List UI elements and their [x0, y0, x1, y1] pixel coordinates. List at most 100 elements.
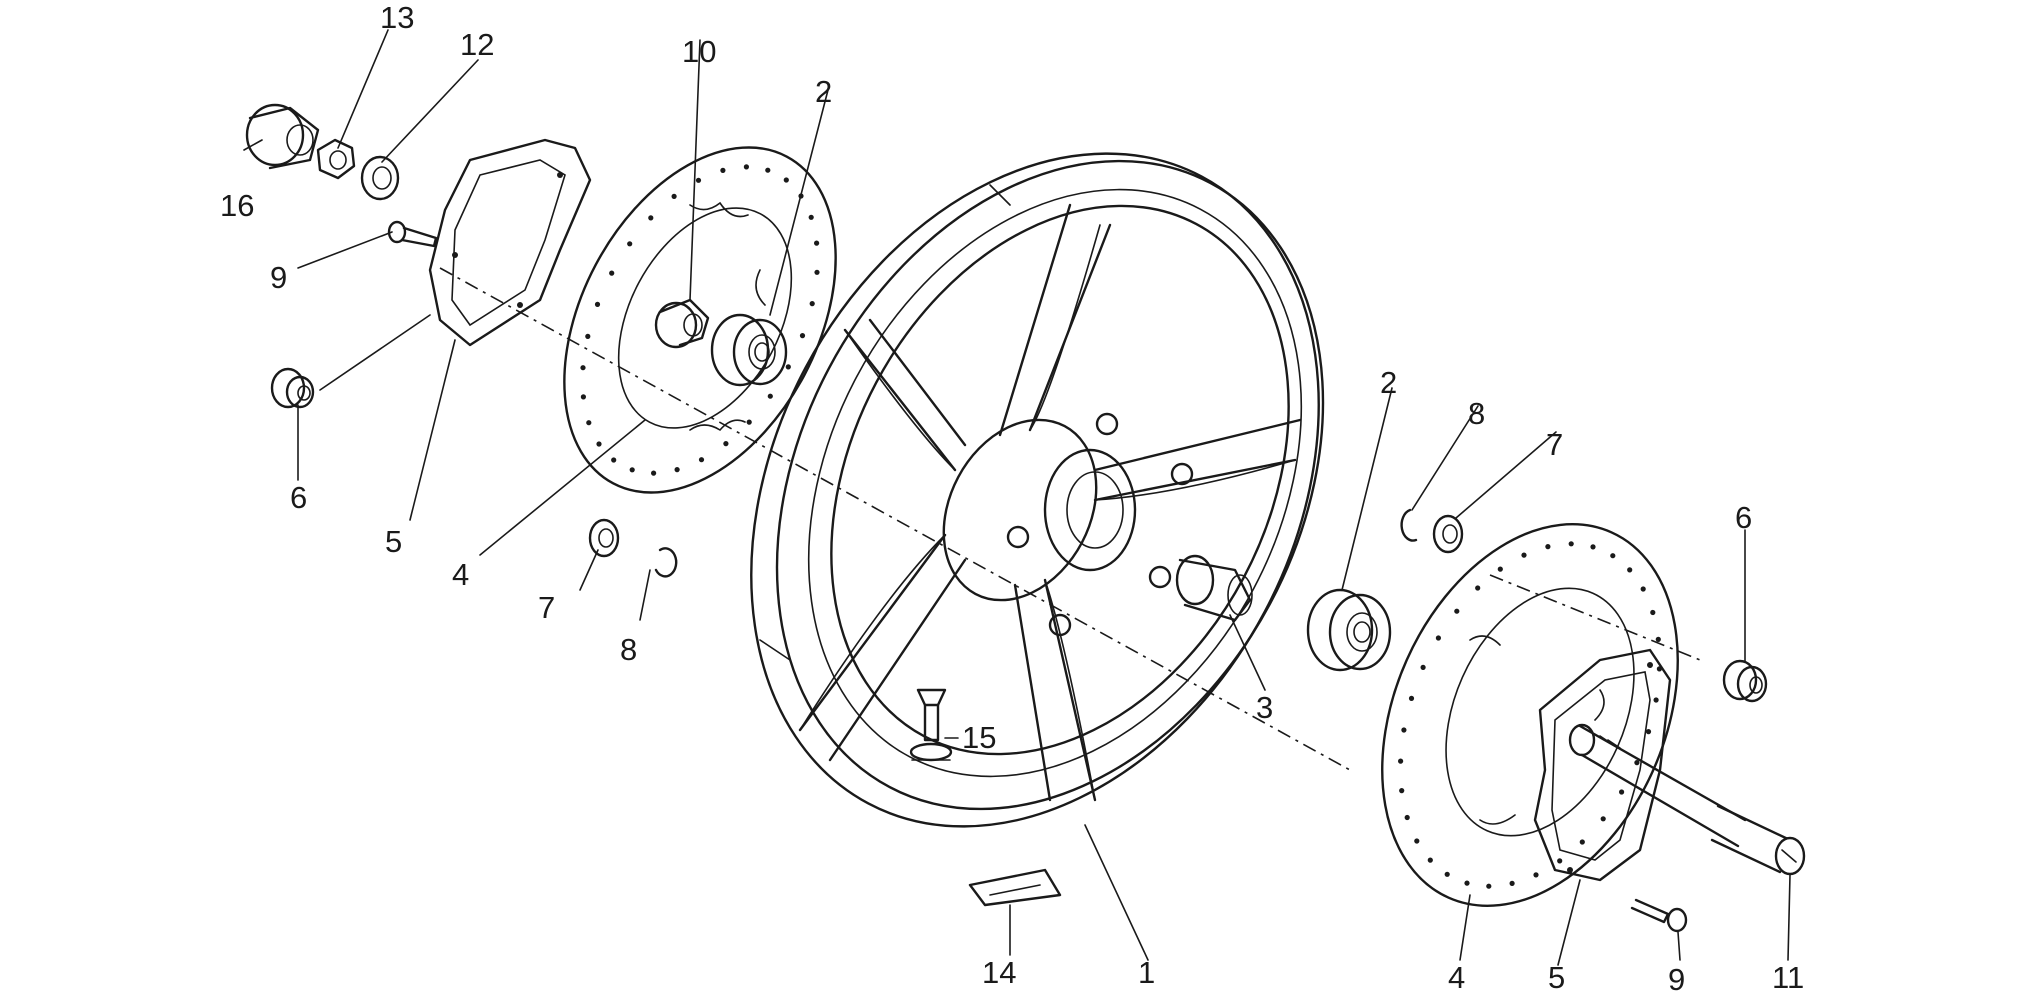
disc-hole — [1454, 608, 1460, 614]
callout-13: 13 — [380, 0, 414, 35]
circlip-8-right — [1400, 508, 1418, 542]
callout-2-left: 2 — [815, 74, 832, 109]
spacer-16 — [245, 103, 320, 170]
callout-7-right: 7 — [1546, 427, 1563, 462]
callout-7-left: 7 — [538, 590, 555, 625]
disc-hole — [1655, 636, 1661, 643]
callout-9-right: 9 — [1668, 962, 1685, 993]
disc-hole — [1414, 838, 1420, 844]
axle-centerline — [439, 267, 1701, 771]
axle-11 — [1568, 723, 1806, 876]
disc-hole — [809, 301, 815, 307]
callout-11: 11 — [1772, 960, 1804, 993]
disc-hole — [720, 167, 726, 173]
disc-hole — [1627, 567, 1633, 573]
disc-hole — [1619, 789, 1625, 795]
circlip-8-left — [654, 547, 678, 578]
disc-hole — [1475, 585, 1481, 591]
disc-hole — [1590, 544, 1596, 550]
disc-hole — [1650, 609, 1656, 616]
hub-spacer-3 — [1175, 554, 1253, 622]
seal-7-right — [1432, 514, 1464, 554]
disc-hole — [1545, 544, 1551, 550]
bolt-9-right — [1630, 898, 1688, 933]
wheel-spokes — [798, 203, 1302, 802]
disc-hole — [648, 215, 654, 221]
seal-7-left — [588, 518, 620, 558]
disc-hole — [695, 177, 702, 183]
disc-hole — [1610, 553, 1616, 559]
disc-hole — [746, 419, 752, 425]
disc-hole — [767, 393, 773, 399]
disc-hole — [674, 467, 680, 473]
disc-hole — [799, 333, 806, 339]
valve-15 — [909, 688, 953, 762]
disc-hole — [629, 467, 635, 473]
disc-hole — [1568, 541, 1574, 547]
callout-3: 3 — [1256, 690, 1273, 725]
balance-weight-14 — [968, 868, 1062, 907]
disc-hole — [671, 193, 677, 199]
disc-hole — [1399, 788, 1405, 794]
callout-5-left: 5 — [385, 524, 402, 559]
leader-lines — [243, 29, 1791, 966]
disc-hole — [1579, 839, 1585, 845]
right-brake-disc — [1381, 523, 1679, 907]
disc-hole — [743, 164, 750, 170]
bolt-9-left — [387, 220, 438, 248]
disc-hole — [814, 269, 820, 275]
disc-hole — [723, 441, 729, 447]
disc-hole — [1640, 586, 1646, 592]
disc-hole — [1420, 664, 1426, 671]
disc-hole — [1600, 816, 1606, 822]
callout-6-left: 6 — [290, 480, 307, 515]
disc-hole — [580, 394, 587, 400]
wheel-hub — [942, 412, 1194, 637]
washer-12 — [360, 155, 400, 201]
disc-hole — [814, 240, 820, 246]
disc-hole — [1521, 552, 1527, 558]
callout-2-right: 2 — [1380, 365, 1397, 400]
disc-hole — [1533, 872, 1539, 878]
disc-hole — [580, 365, 586, 371]
disc-hole — [1634, 760, 1640, 766]
plug-6-right — [1722, 659, 1768, 703]
plug-6-left — [270, 367, 315, 409]
disc-hole — [609, 270, 615, 276]
disc-hole — [783, 177, 789, 183]
disc-hole — [585, 333, 591, 339]
callout-10: 10 — [682, 34, 716, 69]
disc-hole — [698, 457, 705, 463]
left-brake-disc — [563, 146, 837, 494]
disc-hole — [596, 441, 602, 447]
disc-hole — [1645, 729, 1652, 735]
disc-hole — [627, 241, 633, 247]
disc-hole — [1486, 883, 1492, 889]
spacer-10 — [654, 298, 710, 349]
callout-4-left: 4 — [452, 557, 469, 592]
callout-12: 12 — [460, 27, 494, 62]
callout-14: 14 — [982, 955, 1016, 990]
disc-hole — [611, 457, 617, 463]
disc-hole — [765, 167, 771, 173]
callout-15: 15 — [962, 720, 996, 755]
callout-1: 1 — [1138, 955, 1155, 990]
disc-hole — [1557, 858, 1563, 864]
disc-hole — [651, 470, 657, 476]
disc-hole — [1404, 814, 1410, 821]
callout-9-left: 9 — [270, 260, 287, 295]
disc-hole — [594, 301, 601, 307]
nut-13 — [316, 138, 356, 180]
disc-hole — [1401, 727, 1407, 733]
wheel-rim — [750, 152, 1325, 828]
callout-labels: 16 13 12 9 6 5 4 7 8 10 2 15 14 1 3 2 8 … — [220, 0, 1804, 993]
callout-4-right: 4 — [1448, 960, 1465, 993]
disc-hole — [1653, 697, 1659, 703]
right-disc-carrier — [1533, 648, 1672, 882]
disc-hole — [1427, 857, 1433, 863]
callout-16: 16 — [220, 188, 254, 223]
callout-8-right: 8 — [1468, 396, 1485, 431]
disc-hole — [1435, 635, 1441, 641]
bearing-2-left — [710, 313, 788, 387]
